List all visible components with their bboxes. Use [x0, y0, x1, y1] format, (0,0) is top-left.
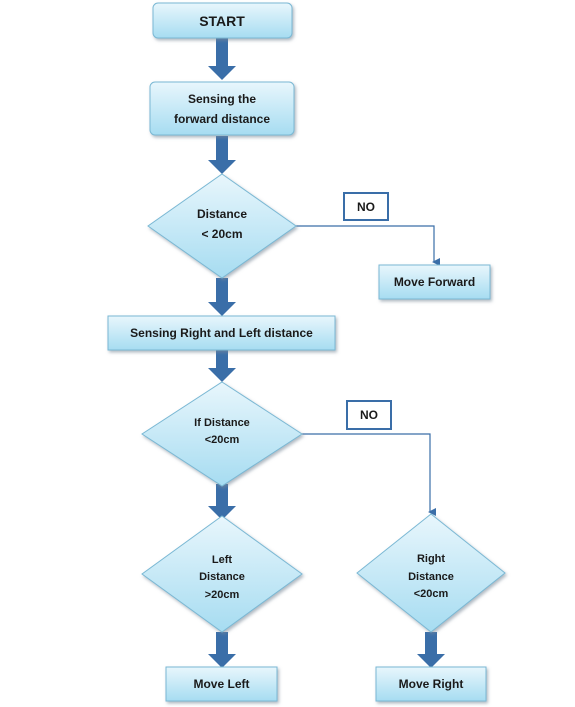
- move-left-label: Move Left: [193, 677, 249, 691]
- decision-left-line-1: Left: [212, 554, 233, 566]
- start-node: START: [152, 2, 293, 39]
- decision-left-line-3: >20cm: [205, 589, 240, 601]
- move-left-node: Move Left: [165, 666, 278, 702]
- arrow-start-to-sense: [208, 38, 236, 80]
- decision-left-line-2: Distance: [199, 571, 245, 583]
- decision-right-node: Right Distance <20cm: [356, 513, 506, 633]
- decision-distance-line-2: < 20cm: [201, 227, 242, 241]
- arrow-decision-to-left: [208, 484, 236, 520]
- no-label-2-text: NO: [360, 408, 378, 422]
- move-right-label: Move Right: [399, 677, 464, 691]
- no-label-1: NO: [343, 192, 389, 221]
- move-right-node: Move Right: [375, 666, 487, 702]
- decision-distance-line-1: Distance: [197, 207, 247, 221]
- sense-forward-line-1: Sensing the: [188, 92, 256, 106]
- connectors: [296, 225, 440, 516]
- block-arrows: [208, 38, 445, 668]
- decision-left-node: Left Distance >20cm: [141, 515, 303, 633]
- arrow-decision-to-sense-rl: [208, 278, 236, 316]
- sense-right-left-label: Sensing Right and Left distance: [130, 326, 313, 340]
- no-label-1-text: NO: [357, 200, 375, 214]
- decision-distance-node: Distance < 20cm: [147, 173, 297, 279]
- decision-right-line-2: Distance: [408, 571, 454, 583]
- arrow-sense-to-decision: [208, 136, 236, 174]
- arrow-left-to-move-left: [208, 632, 236, 668]
- sense-forward-node: Sensing the forward distance: [149, 81, 295, 136]
- sense-right-left-node: Sensing Right and Left distance: [107, 315, 336, 351]
- connector-no-forward: [296, 225, 440, 266]
- start-label: START: [199, 13, 245, 29]
- arrow-right-to-move-right: [417, 632, 445, 668]
- sense-forward-line-2: forward distance: [174, 112, 270, 126]
- decision-right-line-3: <20cm: [414, 588, 449, 600]
- decision-if-distance-line-1: If Distance: [194, 417, 250, 429]
- arrow-sense-rl-to-decision: [208, 350, 236, 382]
- decision-if-distance-line-2: <20cm: [205, 434, 240, 446]
- decision-if-distance-node: If Distance <20cm: [141, 381, 303, 487]
- connector-no-right: [302, 433, 436, 516]
- no-label-2: NO: [346, 400, 392, 430]
- move-forward-label: Move Forward: [394, 275, 475, 289]
- move-forward-node: Move Forward: [378, 264, 491, 300]
- decision-right-line-1: Right: [417, 553, 445, 565]
